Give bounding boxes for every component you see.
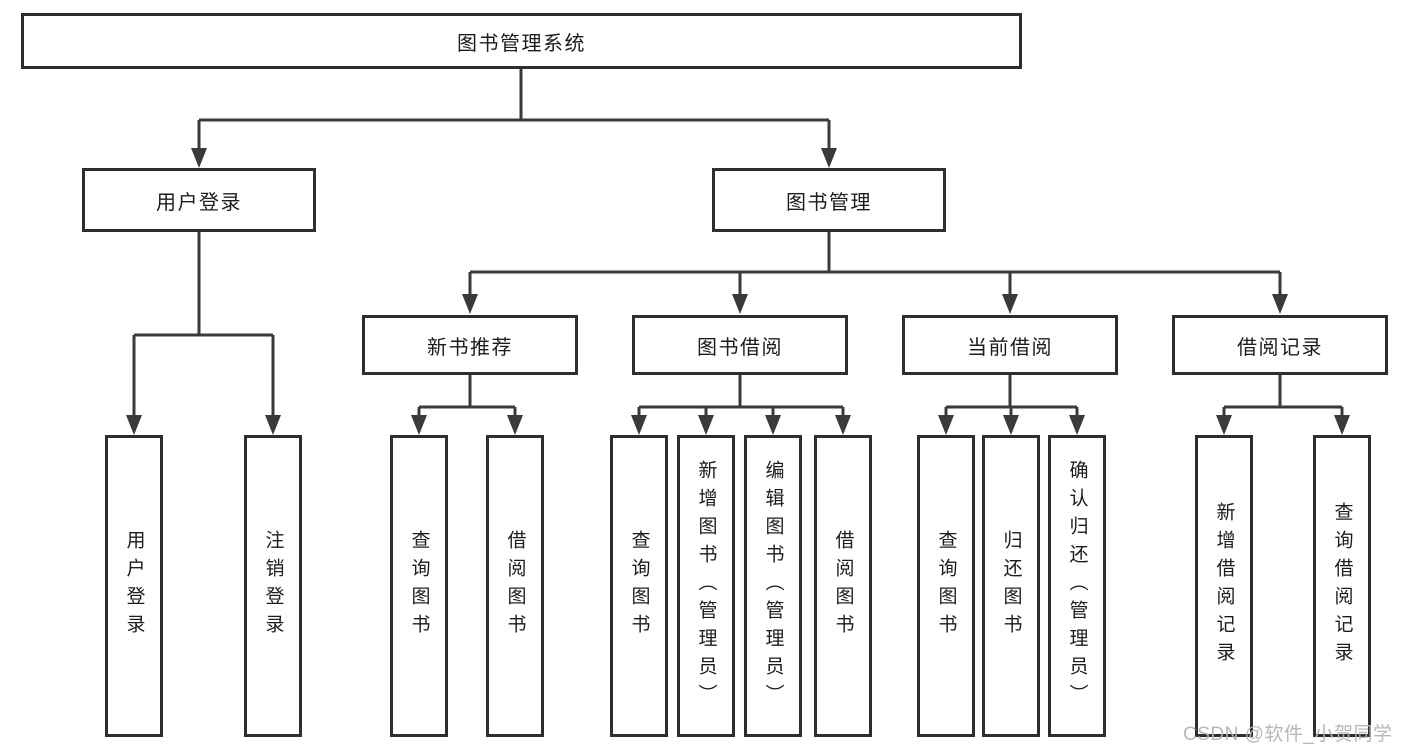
leaf-borrow-books-2: 借阅图书 xyxy=(814,435,872,737)
leaf-confirm-return-admin: 确认归还（管理员） xyxy=(1048,435,1106,737)
leaf-query-books-2: 查询图书 xyxy=(610,435,668,737)
leaf-label: 编辑图书（管理员） xyxy=(762,460,784,712)
leaf-query-books-3: 查询图书 xyxy=(917,435,975,737)
arrowheads xyxy=(126,148,1350,435)
node-new-book-recommend: 新书推荐 xyxy=(362,315,578,375)
leaf-label: 查询借阅记录 xyxy=(1331,502,1353,670)
leaf-label: 归还图书 xyxy=(1000,530,1022,642)
leaf-borrow-books-1: 借阅图书 xyxy=(486,435,544,737)
leaf-label: 查询图书 xyxy=(628,530,650,642)
leaf-add-borrow-record: 新增借阅记录 xyxy=(1195,435,1253,737)
leaf-edit-book-admin: 编辑图书（管理员） xyxy=(744,435,802,737)
node-borrow-records: 借阅记录 xyxy=(1172,315,1388,375)
leaf-label: 查询图书 xyxy=(408,530,430,642)
node-current-borrow: 当前借阅 xyxy=(902,315,1118,375)
leaf-label: 确认归还（管理员） xyxy=(1066,460,1088,712)
leaf-label: 借阅图书 xyxy=(832,530,854,642)
node-root: 图书管理系统 xyxy=(21,13,1022,69)
leaf-label: 注销登录 xyxy=(262,530,284,642)
csdn-watermark: CSDN @软件_小贺同学 xyxy=(1183,724,1393,745)
leaf-return-book: 归还图书 xyxy=(982,435,1040,737)
leaf-label: 借阅图书 xyxy=(504,530,526,642)
leaf-query-borrow-record: 查询借阅记录 xyxy=(1313,435,1371,737)
leaf-label: 用户登录 xyxy=(123,530,145,642)
leaf-label: 新增图书（管理员） xyxy=(695,460,717,712)
node-user-login-group: 用户登录 xyxy=(82,168,316,232)
leaf-query-books-1: 查询图书 xyxy=(390,435,448,737)
leaf-add-book-admin: 新增图书（管理员） xyxy=(677,435,735,737)
leaf-user-login: 用户登录 xyxy=(105,435,163,737)
leaf-label: 查询图书 xyxy=(935,530,957,642)
leaf-logout: 注销登录 xyxy=(244,435,302,737)
leaf-label: 新增借阅记录 xyxy=(1213,502,1235,670)
node-book-management: 图书管理 xyxy=(712,168,946,232)
node-book-borrow: 图书借阅 xyxy=(632,315,848,375)
